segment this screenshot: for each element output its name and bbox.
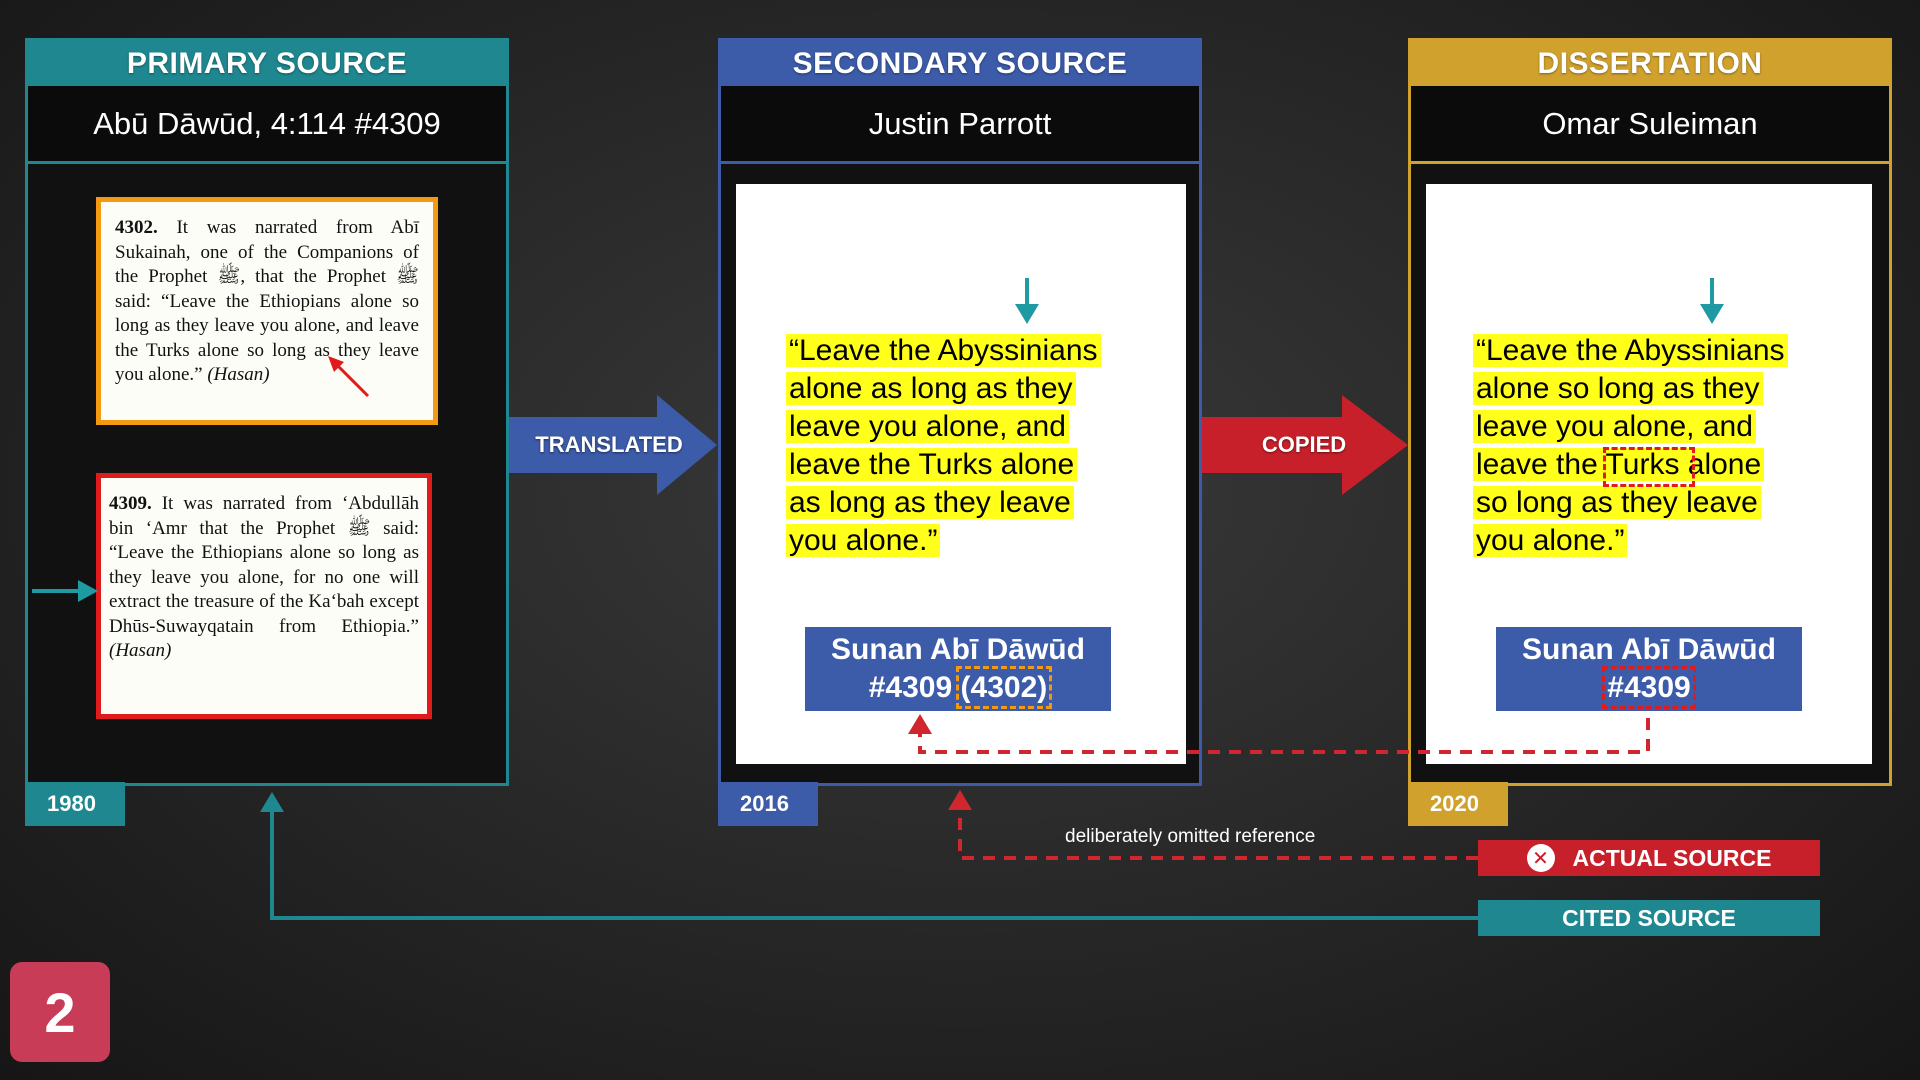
secondary-quote-line: “Leave the Abyssinians (786, 334, 1101, 367)
slide-number-badge: 2 (10, 962, 110, 1062)
copied-reference-arrowhead (908, 714, 932, 734)
copied-reference-line (918, 718, 1650, 754)
cited-source-legend: CITED SOURCE (1478, 900, 1820, 936)
dissertation-down-arrow-icon (1700, 278, 1724, 324)
copied-label: COPIED (1261, 432, 1347, 457)
secondary-down-arrow-icon (1015, 278, 1039, 324)
hadith-4309-grade: (Hasan) (109, 640, 172, 661)
omitted-reference-note: deliberately omitted reference (1065, 826, 1316, 847)
translated-arrow (509, 395, 717, 495)
cited-source-line (270, 808, 1478, 920)
primary-source-citation: Abū Dāwūd, 4:114 #4309 (28, 86, 506, 164)
dissertation-quote-line: “Leave the Abyssinians (1473, 334, 1788, 367)
actual-source-arrowhead (948, 790, 972, 810)
secondary-citation-title: Sunan Abī Dāwūd (831, 633, 1085, 666)
dissertation-quote-line: you alone.” (1473, 524, 1628, 557)
secondary-source-header: SECONDARY SOURCE (721, 41, 1199, 86)
primary-year-badge: 1980 (25, 782, 125, 826)
turks-highlight-box (1603, 447, 1695, 487)
secondary-quote-line: leave the Turks alone (786, 448, 1078, 481)
actual-source-legend: ✕ ACTUAL SOURCE (1478, 840, 1820, 876)
dissertation-citation-title: Sunan Abī Dāwūd (1522, 633, 1776, 666)
cited-source-arrowhead (260, 792, 284, 812)
secondary-quote-line: leave you alone, and (786, 410, 1069, 443)
secondary-source-author: Justin Parrott (721, 86, 1199, 164)
hadith-4302-grade: (Hasan) (207, 364, 270, 385)
hadith-4309-text: It was narrated from ‘Abdullāh bin ‘Amr … (109, 493, 420, 637)
secondary-quote-line: alone as long as they (786, 372, 1076, 405)
actual-source-line (958, 808, 1478, 860)
dissertation-year-badge: 2020 (1408, 782, 1508, 826)
dissertation-citation-ref: #4309 (1602, 666, 1696, 709)
hadith-4302-number: 4302. (115, 217, 158, 238)
hadith-4309-pointer-arrow (32, 580, 98, 602)
copied-arrow (1202, 395, 1408, 495)
dissertation-citation-box: Sunan Abī Dāwūd #4309 (1496, 627, 1802, 711)
dissertation-quote-line: leave the Turks alone (1473, 448, 1765, 481)
hadith-4302-scan: 4302. It was narrated from Abī Sukainah,… (96, 197, 438, 425)
dissertation-header: DISSERTATION (1411, 41, 1889, 86)
secondary-quote-line: you alone.” (786, 524, 941, 557)
secondary-year-badge: 2016 (718, 782, 818, 826)
dissertation-quote-line: leave you alone, and (1473, 410, 1756, 443)
secondary-quote-line: as long as they leave (786, 486, 1074, 519)
hadith-4309-scan: 4309. It was narrated from ‘Abdullāh bin… (96, 473, 432, 719)
secondary-citation-box: Sunan Abī Dāwūd #4309 (4302) (805, 627, 1111, 711)
translated-label: TRANSLATED (535, 432, 683, 457)
secondary-citation-alt-ref: (4302) (955, 666, 1053, 709)
hadith-4309-number: 4309. (109, 493, 152, 514)
hadith-4302-text: It was narrated from Abī Sukainah, one o… (115, 217, 419, 385)
turks-pointer-arrow (328, 356, 370, 398)
x-circle-icon: ✕ (1526, 844, 1555, 872)
dissertation-quote-line: so long as they leave (1473, 486, 1761, 519)
dissertation-quote: “Leave the Abyssinians alone so long as … (1473, 332, 1863, 560)
dissertation-quote-line: alone so long as they (1473, 372, 1763, 405)
dissertation-author: Omar Suleiman (1411, 86, 1889, 164)
cited-source-label: CITED SOURCE (1562, 904, 1736, 931)
secondary-citation-ref: #4309 (868, 671, 953, 704)
actual-source-label: ACTUAL SOURCE (1572, 844, 1772, 871)
primary-source-header: PRIMARY SOURCE (28, 41, 506, 86)
secondary-quote: “Leave the Abyssinians alone as long as … (786, 332, 1176, 560)
